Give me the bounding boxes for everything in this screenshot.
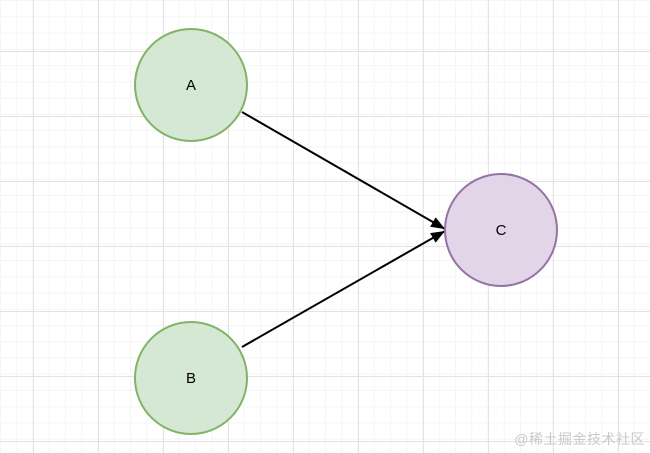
node-b-label: B — [185, 369, 196, 387]
node-a: A — [134, 28, 248, 142]
edge-b-to-c — [241, 230, 446, 348]
node-b: B — [134, 321, 248, 435]
node-c-label: C — [495, 221, 507, 239]
node-a-label: A — [185, 76, 196, 94]
edge-a-to-c — [241, 111, 446, 230]
watermark: @稀土掘金技术社区 — [514, 431, 645, 447]
node-c: C — [444, 173, 558, 287]
